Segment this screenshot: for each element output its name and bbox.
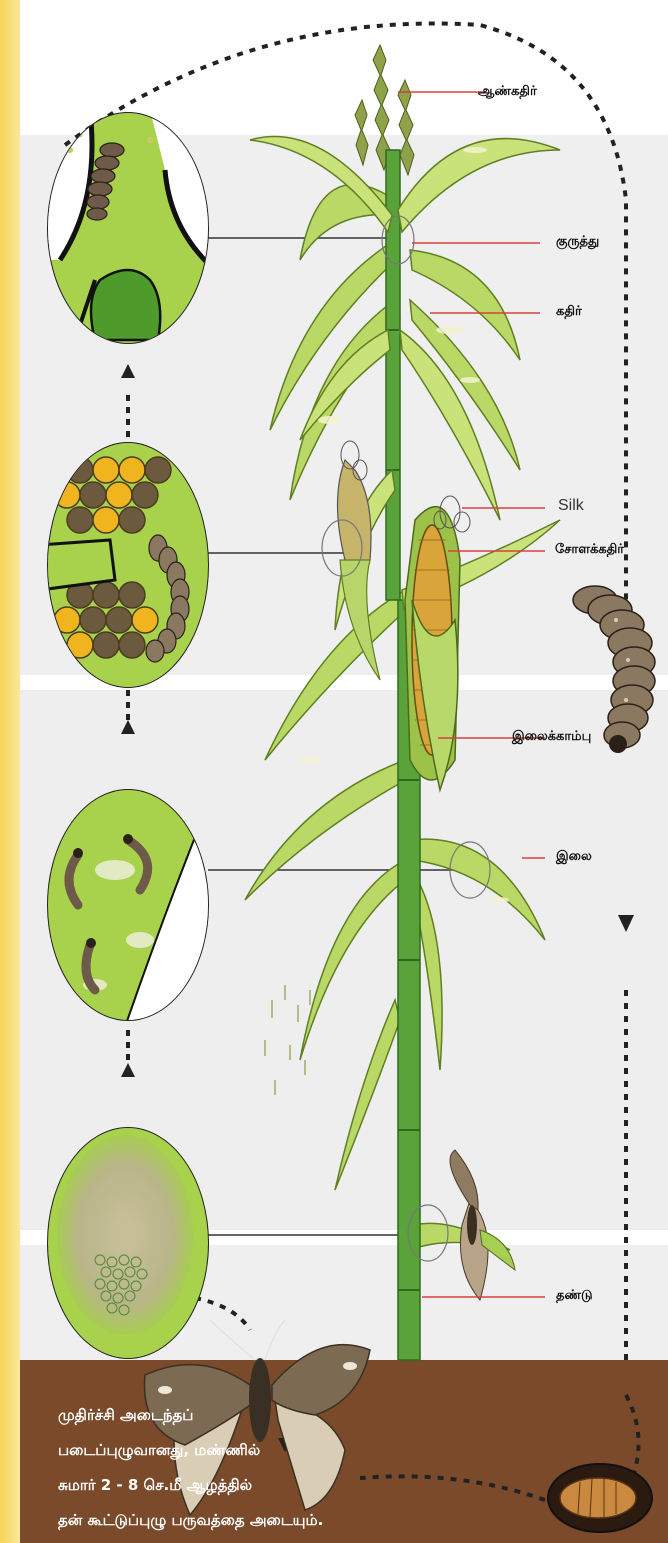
- left-edge-strip: [0, 0, 20, 1543]
- caption-line-3: சுமார் 2 - 8 செ.மீ ஆழத்தில்: [58, 1468, 478, 1503]
- label-ear-head: கதிர்: [556, 304, 582, 320]
- caption-line-4: தன் கூட்டுப்புழு பருவத்தை அடையும்.: [58, 1503, 478, 1538]
- pupation-caption: முதிர்ச்சி அடைந்தப் படைப்புழுவானது, மண்ண…: [58, 1398, 478, 1538]
- caption-line-2: படைப்புழுவானது, மண்ணில்: [58, 1433, 478, 1468]
- label-whorl: குருத்து: [556, 234, 599, 250]
- label-leaf-sheath: இலைக்காம்பு: [512, 729, 591, 745]
- label-cob: சோளக்கதிர்: [555, 542, 624, 558]
- label-stem: தண்டு: [556, 1288, 593, 1304]
- label-silk: Silk: [558, 497, 584, 515]
- caption-line-1: முதிர்ச்சி அடைந்தப்: [58, 1398, 478, 1433]
- pupa-in-soil-icon: [548, 1464, 652, 1532]
- label-tassel: ஆண்கதிர்: [478, 84, 537, 100]
- label-leaf: இலை: [556, 849, 592, 865]
